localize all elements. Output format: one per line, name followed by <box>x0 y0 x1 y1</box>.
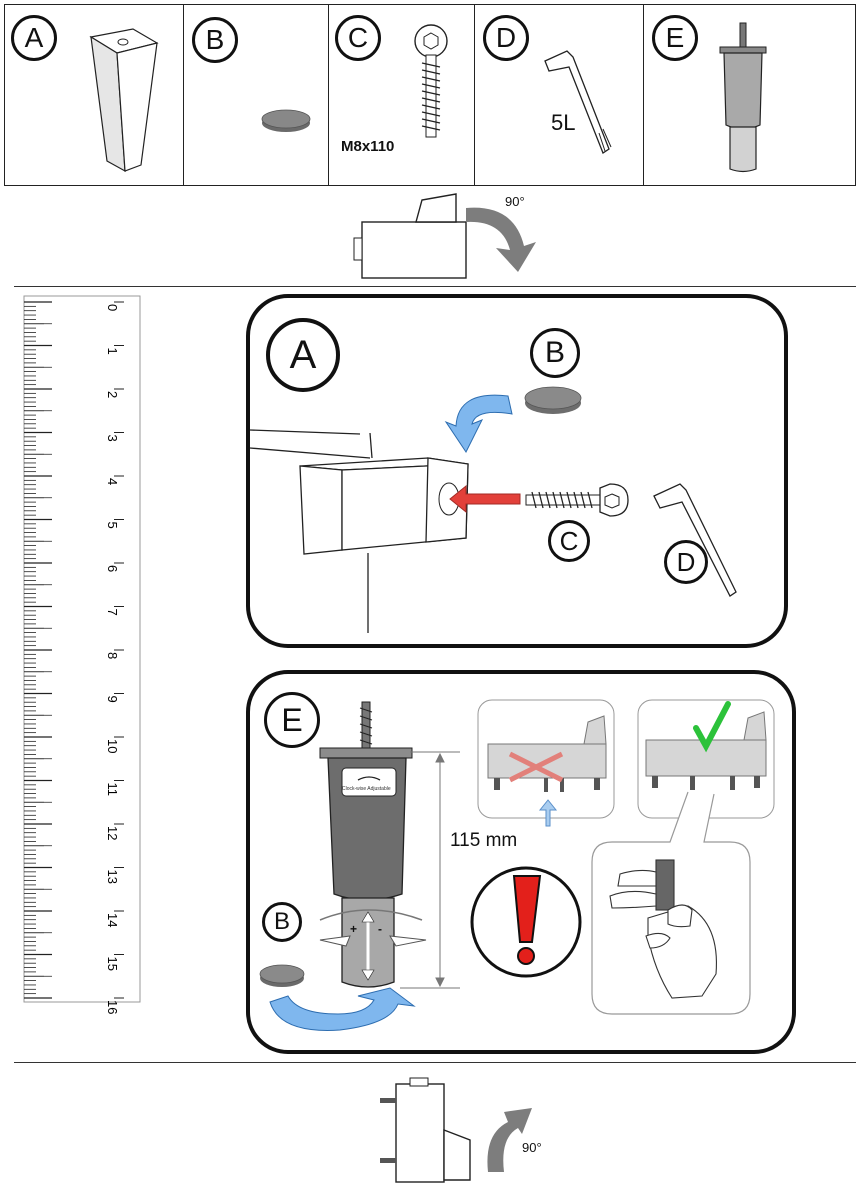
rotate-arrow-icon <box>269 987 416 1031</box>
part-badge-a: A <box>11 15 57 61</box>
height-label: 115 mm <box>450 830 518 851</box>
up-arrow-icon <box>538 799 558 827</box>
rotate-arrow-icon <box>444 394 513 453</box>
ruler-label: 14 <box>105 913 120 927</box>
divider-bottom <box>14 1062 856 1063</box>
part-cell-c: C M8x110 <box>329 5 475 185</box>
screw-size-label: M8x110 <box>341 138 395 155</box>
minus-label: - <box>378 922 382 936</box>
plus-label: + <box>350 922 358 936</box>
step2-drawing <box>259 699 775 1031</box>
leg-block-icon <box>299 457 469 555</box>
step1-badge-c: C <box>548 520 590 562</box>
ruler-label: 9 <box>105 696 120 703</box>
ruler-label: 13 <box>105 870 120 884</box>
sofa-rotate-bottom-icon <box>380 1077 471 1183</box>
ruler-label: 2 <box>105 391 120 398</box>
part-cell-e: E <box>644 5 857 185</box>
part-cell-a: A <box>5 5 184 185</box>
rotate-arrow-icon <box>487 1108 532 1172</box>
hand-adjust-icon <box>609 859 717 999</box>
screw-icon <box>414 24 448 138</box>
step1-drawing <box>249 386 737 633</box>
allen-key-icon <box>544 50 612 154</box>
part-cell-d: D 5L <box>475 5 644 185</box>
allen-key-icon <box>653 483 737 597</box>
felt-pad-icon <box>261 109 311 132</box>
ruler-label: 7 <box>105 609 120 616</box>
height-dimension <box>400 751 460 989</box>
part-cell-b: B <box>184 5 329 185</box>
ruler-label: 3 <box>105 435 120 442</box>
allen-key-size-label: 5L <box>551 110 576 135</box>
step2-badge-e: E <box>264 692 320 748</box>
furniture-leg-icon <box>89 28 159 173</box>
insert-arrow-icon <box>449 484 521 514</box>
ruler-label: 0 <box>105 304 120 311</box>
ruler-label: 1 <box>105 348 120 355</box>
step-1-panel: A B C D <box>246 294 788 648</box>
step1-badge-d: D <box>664 540 708 584</box>
step2-badge-b: B <box>262 902 302 942</box>
screw-icon <box>525 483 629 517</box>
check-icon <box>693 701 731 753</box>
part-badge-b: B <box>192 17 238 63</box>
ruler-label: 4 <box>105 478 120 485</box>
sofa-rotate-top-icon <box>353 193 467 279</box>
rotate-arrow-icon <box>466 207 536 272</box>
step1-badge-a: A <box>266 318 340 392</box>
ruler-label: 10 <box>105 739 120 753</box>
part-badge-c: C <box>335 15 381 61</box>
rotate-bottom-angle: 90° <box>522 1140 542 1155</box>
felt-pad-icon <box>524 386 582 414</box>
ruler-label: 8 <box>105 652 120 659</box>
ruler-label: 6 <box>105 565 120 572</box>
adjustable-leg-icon <box>719 22 767 173</box>
ruler-label: 16 <box>105 1000 120 1014</box>
cross-icon <box>508 751 564 783</box>
ruler-label: 5 <box>105 522 120 529</box>
ruler-label: 12 <box>105 826 120 840</box>
part-badge-d: D <box>483 15 529 61</box>
divider-top <box>14 286 856 287</box>
rotate-top-angle: 90° <box>505 194 525 209</box>
step-2-panel: E B <box>246 670 796 1054</box>
warning-icon <box>470 866 582 978</box>
part-badge-e: E <box>652 15 698 61</box>
adjustable-leg-icon <box>319 701 427 988</box>
ruler-label: 11 <box>105 783 120 797</box>
step1-badge-b: B <box>530 328 580 378</box>
parts-table: A B C M8x110 <box>4 4 856 186</box>
felt-pad-icon <box>259 964 305 987</box>
ruler-label: 15 <box>105 957 120 971</box>
leg-adjust-label: Clock-wise Adjustable <box>342 786 391 792</box>
